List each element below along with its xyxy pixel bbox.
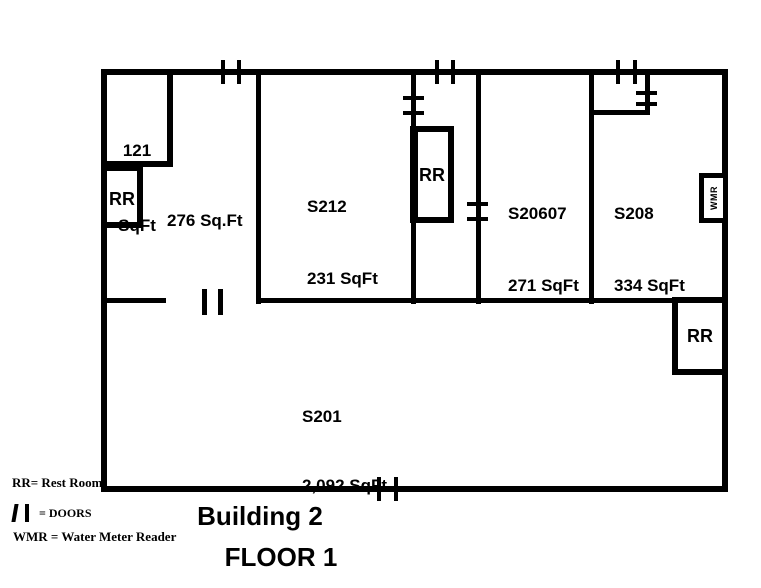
room-s208-label: S208 334 SqFt [614,154,685,346]
wall-s20607-right [589,69,594,304]
room-121-unit: SqFt [118,216,156,235]
door-icon [451,60,455,84]
door-icon [636,91,657,95]
wall-vestibule-horizontal [589,110,650,115]
door-icon [636,102,657,106]
room-s212-label: S212 231 SqFt [307,147,378,339]
room-s20607-area: 271 SqFt [508,276,579,295]
room-s208-area: 334 SqFt [614,276,685,295]
restroom-mid-label: RR [419,165,445,185]
door-icon [435,60,439,84]
restroom-bottom-label: RR [687,326,713,346]
door-icon [467,217,488,221]
restroom-bottom-box [672,297,728,375]
area-276-label: 276 Sq.Ft [167,211,243,230]
door-icon [467,202,488,206]
door-icon [237,60,241,84]
door-icon [616,60,620,84]
floor-title: FLOOR 1 [224,542,338,572]
room-121-label: 121 SqFt [107,88,167,288]
room-s212-name: S212 [307,197,347,216]
door-icon [202,289,207,315]
water-meter-label-wrap: WMR [699,173,728,223]
room-s20607-label: S20607 271 SqFt [508,154,579,346]
wall-divider-left-segment [101,298,166,303]
room-s201-label: S201 2,092 SqFt [302,359,387,543]
room-121-number: 121 [122,141,152,160]
water-meter-label: WMR [708,186,719,210]
room-s201-area: 2,092 SqFt [302,476,388,495]
room-s212-area: 231 SqFt [307,269,378,288]
door-icon [218,289,223,315]
door-icon [394,477,398,501]
room-s20607-name: S20607 [508,204,567,223]
door-tick-icon [11,504,19,522]
restroom-mid-box [410,126,454,223]
room-s208-name: S208 [614,204,654,223]
door-icon [221,60,225,84]
water-meter-box [699,173,728,223]
legend-doors-text: = DOORS [39,505,92,520]
door-icon [403,96,424,100]
building-title: Building 2 [197,501,323,531]
door-icon [403,111,424,115]
legend-water-meter: WMR = Water Meter Reader [13,529,177,544]
door-tick-icon [25,504,29,522]
restroom-left-label: RR [109,189,135,209]
room-s201-name: S201 [302,407,342,426]
legend-restroom: RR= Rest Room [12,475,103,490]
room-121-box [101,69,173,167]
door-icon [633,60,637,84]
door-icon [377,477,381,501]
restroom-left-box [101,165,143,228]
wall-s212-left [256,69,261,304]
wall-divider-right-segment [256,298,676,303]
legend-doors: = DOORS [11,504,92,522]
wall-s20607-left [476,69,481,304]
